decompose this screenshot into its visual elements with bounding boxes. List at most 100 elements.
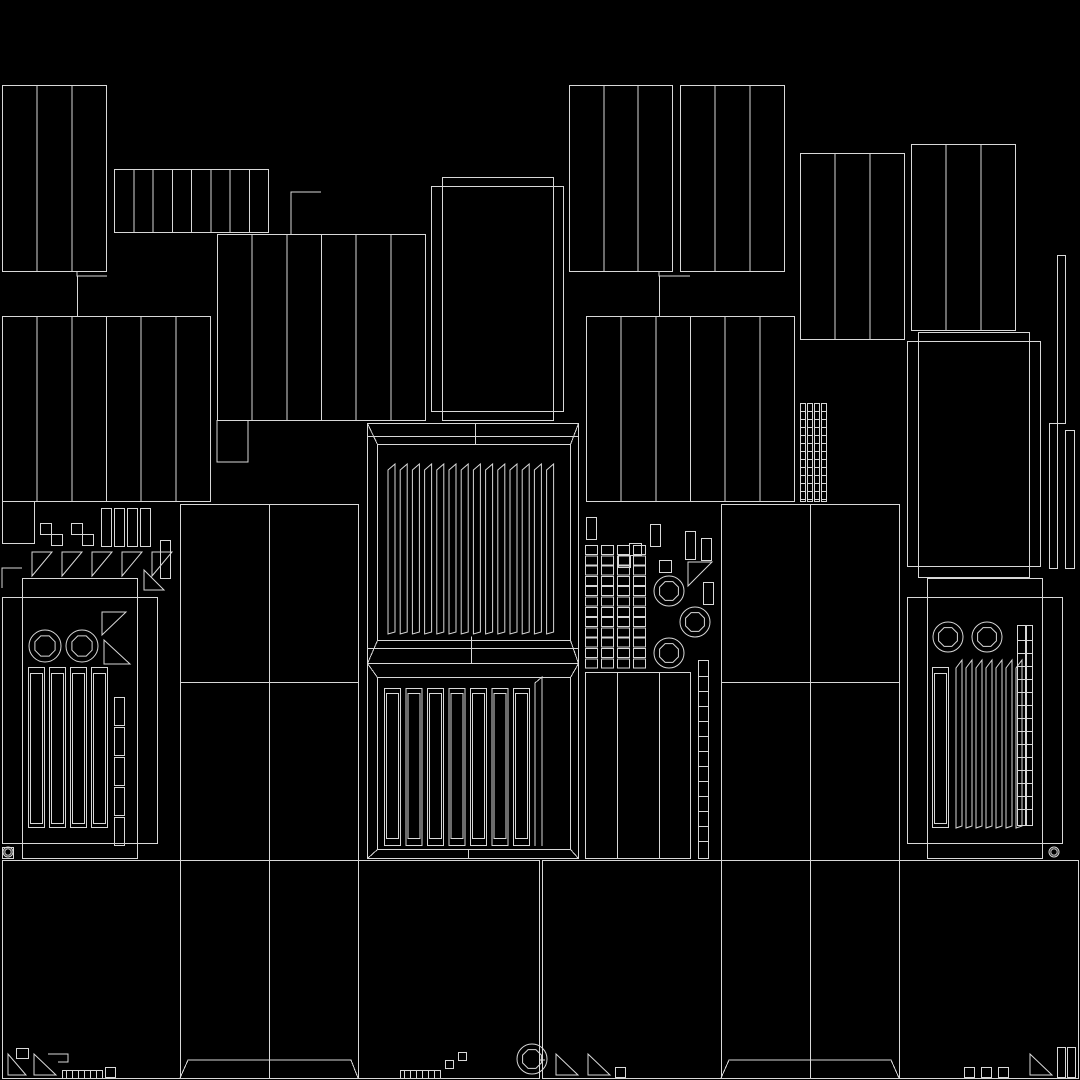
triangle-marker-175 — [103, 638, 132, 665]
grid-key-220 — [601, 596, 614, 607]
rack-top-inner-116 — [377, 444, 571, 641]
fin-291 — [985, 658, 993, 829]
slot-166 — [28, 667, 45, 828]
card-inner-152 — [472, 693, 485, 839]
fin-289 — [965, 658, 973, 829]
card-inner-144 — [386, 693, 399, 839]
device-right-280 — [927, 578, 1043, 859]
card-inner-146 — [407, 693, 421, 839]
grid-key-247 — [633, 627, 646, 638]
fin-128 — [472, 462, 481, 635]
bevel-142 — [570, 849, 579, 859]
rack-mid-bar-135 — [367, 648, 579, 664]
device-left-frame-159 — [2, 597, 158, 844]
grid-key-236 — [617, 637, 630, 648]
bevel-119 — [367, 640, 378, 664]
panel-top-left-0 — [2, 85, 107, 272]
rack-bottom-inner-138 — [377, 677, 571, 850]
bevel-118 — [570, 423, 579, 445]
corner-tri-348 — [1029, 1052, 1054, 1076]
grid-key-229 — [617, 565, 630, 576]
knob-octagon-165 — [71, 635, 93, 657]
knob-octagon-285 — [977, 627, 997, 647]
led-column-196 — [127, 508, 138, 547]
knob-octagon-252 — [659, 581, 679, 601]
fin-124 — [424, 462, 433, 635]
screw-ring-octagon-312 — [1050, 848, 1058, 856]
rail-81 — [814, 403, 820, 502]
led-stack-176 — [114, 697, 125, 726]
grid-key-234 — [617, 617, 630, 628]
corner-tri-346 — [555, 1052, 580, 1076]
grid-key-244 — [633, 596, 646, 607]
grid-key-249 — [633, 648, 646, 658]
card-149 — [448, 688, 466, 846]
tri-row-184 — [61, 551, 84, 578]
grid-key-208 — [585, 596, 598, 607]
side-strip-39 — [1065, 430, 1075, 569]
led-column-197 — [140, 508, 151, 547]
fin-129 — [485, 462, 494, 635]
grid-key-226 — [601, 658, 614, 669]
tiny-block-192 — [71, 523, 83, 535]
grid-key-250 — [633, 658, 646, 669]
slot-172 — [91, 667, 108, 828]
tiny-block-272 — [685, 531, 696, 560]
grid-key-235 — [617, 627, 630, 638]
knob-253 — [679, 606, 711, 638]
slot-170 — [70, 667, 87, 828]
grid-key-205 — [585, 565, 598, 576]
triangle-marker-174 — [101, 611, 128, 637]
tiny-block-342 — [998, 1067, 1009, 1078]
connector-13 — [290, 191, 321, 234]
fin-126 — [448, 462, 457, 635]
bevel-117 — [367, 423, 378, 445]
rail-55 — [800, 403, 806, 502]
device-left-160 — [22, 578, 138, 859]
fin-288 — [955, 658, 963, 829]
tri-row-183 — [31, 551, 54, 578]
card-143 — [384, 688, 401, 846]
grid-key-218 — [601, 575, 614, 586]
knob-octagon-256 — [659, 643, 679, 663]
grid-key-248 — [633, 637, 646, 648]
grid-key-245 — [633, 606, 646, 617]
grid-key-232 — [617, 596, 630, 607]
tiny-block-340 — [964, 1067, 975, 1078]
grid-key-212 — [585, 637, 598, 648]
grid-key-224 — [601, 637, 614, 648]
connector-29 — [658, 271, 690, 277]
wireframe-group — [1, 85, 1079, 1079]
slot-168 — [49, 667, 66, 828]
card-147 — [427, 688, 444, 846]
fin-292 — [995, 658, 1003, 829]
card-151 — [470, 688, 487, 846]
bottom-cap-322 — [720, 1059, 900, 1079]
device-right-frame-279 — [907, 597, 1063, 844]
bevel-139 — [367, 663, 378, 678]
grid-key-225 — [601, 648, 614, 658]
led-stack-177 — [114, 727, 125, 756]
tiny-block-273 — [650, 524, 661, 547]
tiny-block-277 — [659, 560, 672, 573]
card-155 — [513, 688, 530, 846]
card-inner-156 — [515, 693, 528, 839]
tiny-block-275 — [629, 543, 642, 556]
corner-182 — [1, 567, 22, 588]
slot-286 — [932, 667, 949, 828]
knob-octagon-254 — [685, 612, 705, 632]
grid-key-237 — [617, 648, 630, 658]
panel-right-tall-53 — [907, 341, 1041, 567]
led-rail-296 — [1026, 625, 1033, 826]
card-inner-148 — [429, 693, 442, 839]
grid-key-216 — [601, 555, 614, 566]
tiny-block-191 — [51, 534, 63, 546]
grid-key-239 — [633, 545, 646, 555]
grid-key-210 — [585, 617, 598, 628]
triangle-marker-270 — [687, 561, 714, 588]
fin-123 — [411, 462, 420, 635]
grid-key-215 — [601, 545, 614, 555]
grid-key-240 — [633, 555, 646, 566]
led-stack-180 — [114, 817, 125, 846]
fin-121 — [387, 462, 396, 635]
